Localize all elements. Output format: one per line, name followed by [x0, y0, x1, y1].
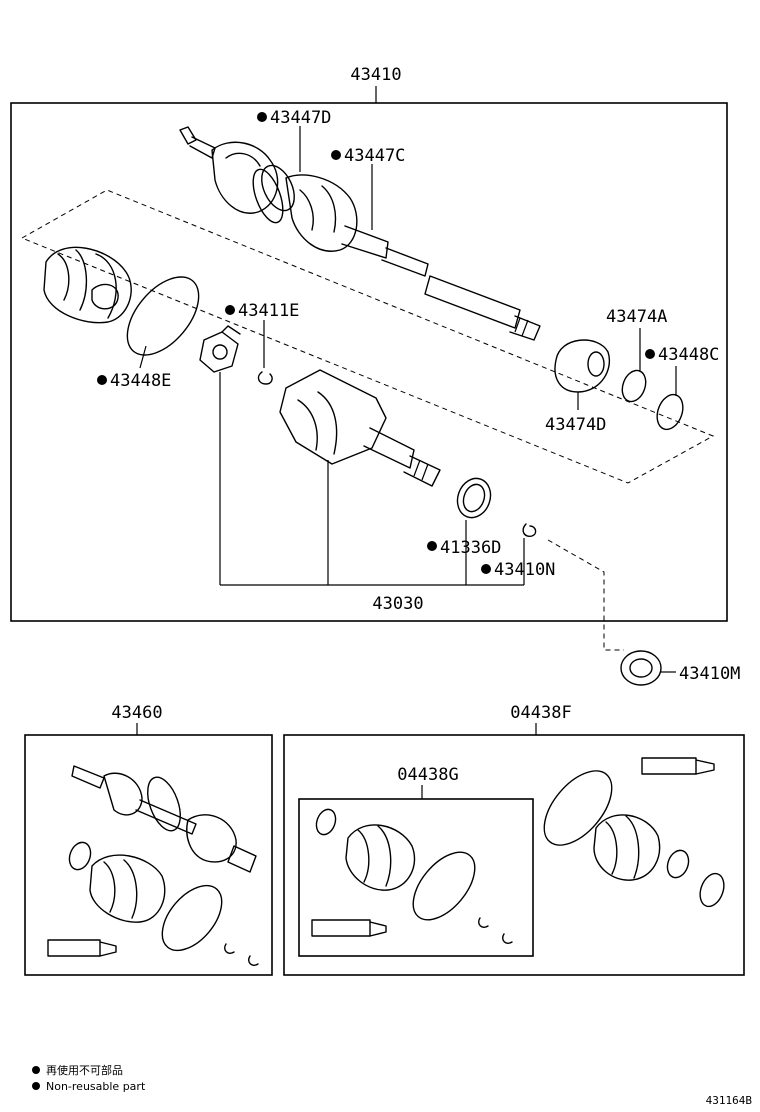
label-43030[interactable]: 43030 [372, 594, 423, 614]
label-04438f[interactable]: 04438F [510, 703, 571, 723]
clamp-43448e-icon [126, 276, 200, 356]
snap-ring-icon [224, 943, 235, 954]
non-reusable-dot-icon [97, 375, 107, 385]
non-reusable-dot-icon [331, 150, 341, 160]
non-reusable-dot-icon [225, 305, 235, 315]
assembly-43460-frame [24, 734, 273, 976]
cv-boot-icon [89, 854, 166, 923]
non-reusable-dot-icon [427, 541, 437, 551]
clamp-icon [68, 841, 92, 871]
snap-ring-icon [502, 933, 513, 944]
label-43447c[interactable]: 43447C [344, 146, 405, 166]
label-43447d[interactable]: 43447D [270, 108, 331, 128]
snap-ring-icon [478, 917, 489, 928]
label-43448e[interactable]: 43448E [110, 371, 171, 391]
inboard-joint-icon [279, 369, 441, 487]
boot-kit-dashed-outline [21, 189, 715, 484]
clamp-icon [666, 849, 690, 879]
label-04438g[interactable]: 04438G [397, 765, 458, 785]
clamp-43447d-icon [252, 168, 284, 224]
clamp-icon [699, 872, 725, 908]
label-43474d[interactable]: 43474D [545, 415, 606, 435]
diagram-code: 431164B [706, 1094, 753, 1107]
cv-boot-icon [593, 814, 661, 881]
label-43410n[interactable]: 43410N [494, 560, 555, 580]
cv-boot-icon [345, 824, 416, 891]
main-assembly-group: 43410 43447D 43447C [10, 65, 728, 651]
legend: 再使用不可部品 Non-reusable part [32, 1063, 146, 1093]
boot-kit-04438g-frame [298, 798, 534, 957]
non-reusable-dot-icon [645, 349, 655, 359]
non-reusable-dot-icon [32, 1082, 40, 1090]
grease-tube-icon [311, 919, 387, 937]
boot-clamp-icon [161, 884, 223, 952]
main-assembly-frame [10, 102, 728, 622]
boot-clamp-icon [543, 770, 613, 846]
bearing-43410m-group: 43410M [620, 650, 740, 686]
non-reusable-dot-icon [32, 1066, 40, 1074]
bearing-icon [620, 650, 662, 686]
snap-ring-icon [257, 371, 273, 385]
clip-43410n-icon [522, 523, 537, 538]
legend-text-en: Non-reusable part [46, 1080, 146, 1093]
label-43460[interactable]: 43460 [111, 703, 162, 723]
seal-41336d-icon [456, 477, 492, 519]
tripod-joint-icon [199, 325, 241, 373]
snap-ring-icon [248, 955, 259, 966]
damper-43474d-icon [554, 339, 610, 393]
label-41336d[interactable]: 41336D [440, 538, 501, 558]
clamp-icon [315, 808, 337, 836]
assembly-43460-group: 43460 [24, 703, 273, 976]
non-reusable-dot-icon [257, 112, 267, 122]
grease-tube-icon [641, 757, 715, 775]
label-43410m[interactable]: 43410M [679, 664, 740, 684]
drive-shaft-icon [71, 765, 257, 873]
label-43410[interactable]: 43410 [350, 65, 401, 85]
outboard-boot-icon [43, 246, 132, 324]
boot-clamp-icon [412, 851, 476, 921]
legend-text-jp: 再使用不可部品 [46, 1063, 123, 1077]
clamp-43448c-icon [656, 393, 684, 431]
boot-kit-04438f-frame [283, 734, 745, 976]
boot-kit-04438f-group: 04438F 04438G [283, 703, 745, 976]
grease-tube-icon [47, 939, 117, 957]
label-43448c[interactable]: 43448C [658, 345, 719, 365]
clamp-43474a-icon [621, 369, 647, 403]
label-43474a[interactable]: 43474A [606, 307, 667, 327]
label-43411e[interactable]: 43411E [238, 301, 299, 321]
outboard-shaft-icon [179, 126, 541, 341]
non-reusable-dot-icon [481, 564, 491, 574]
